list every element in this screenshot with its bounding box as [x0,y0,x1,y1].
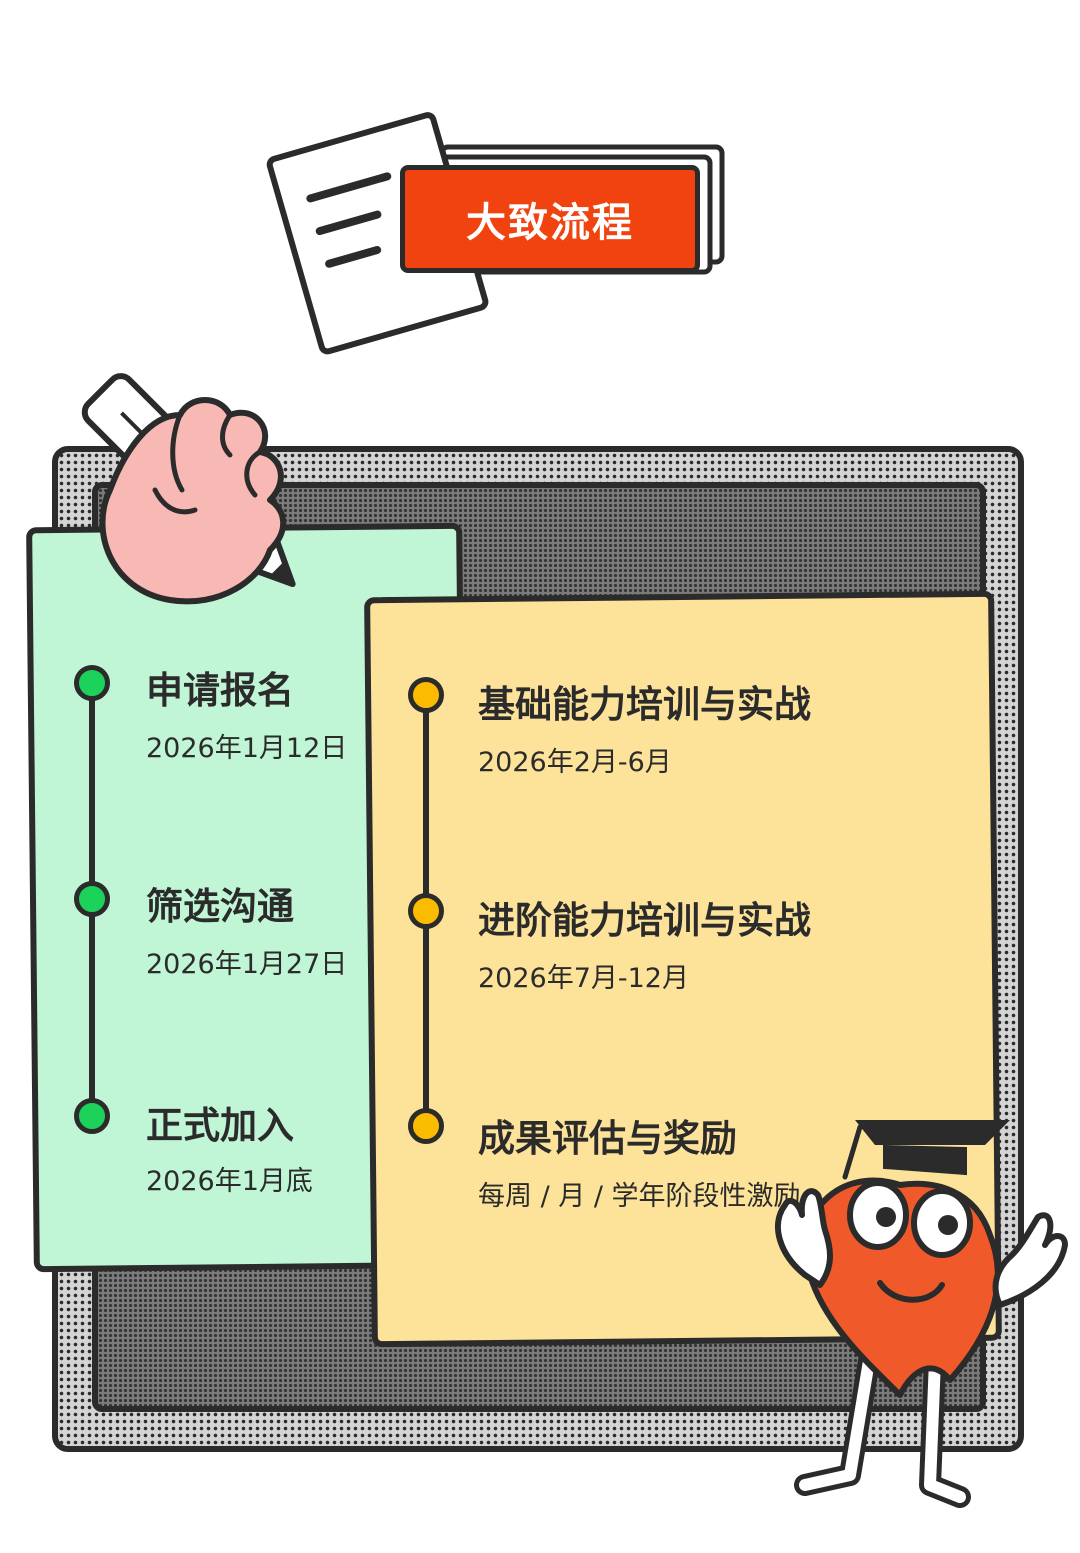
hand-pencil-icon [81,373,296,605]
step-title: 正式加入 [146,1104,294,1147]
step-title: 成果评估与奖励 [478,1117,737,1160]
step-date: 2026年1月底 [146,1166,313,1197]
step-title: 申请报名 [146,669,294,712]
step-title: 基础能力培训与实战 [478,683,811,726]
timeline-dot [408,1108,444,1144]
page-title: 大致流程 [400,165,700,273]
timeline-dot [74,1098,110,1134]
step-date: 2026年2月-6月 [478,747,672,778]
step-title: 进阶能力培训与实战 [478,899,811,942]
step-date: 2026年1月27日 [146,949,348,980]
step-title: 筛选沟通 [146,885,294,928]
timeline-dot [74,665,110,701]
mascot-graduate-icon [774,1120,1068,1508]
step-date: 2026年7月-12月 [478,963,689,994]
step-date: 2026年1月12日 [146,733,348,764]
step-date: 每周 / 月 / 学年阶段性激励 [478,1181,801,1212]
timeline-dot [408,893,444,929]
timeline-dot [408,677,444,713]
timeline-dot [74,881,110,917]
